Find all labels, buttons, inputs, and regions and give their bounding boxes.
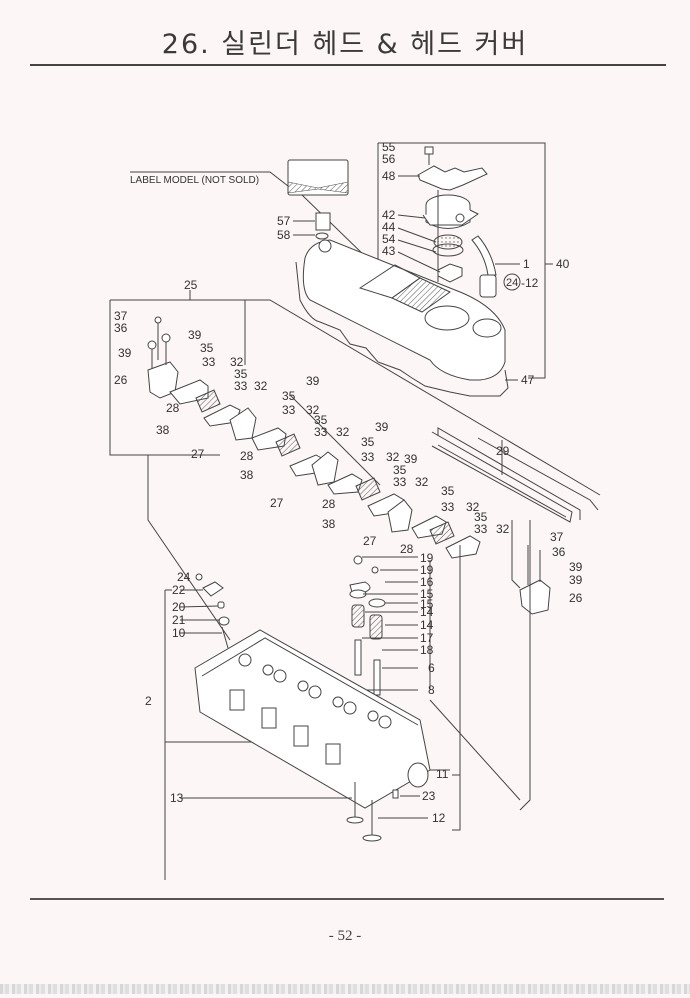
callout-14-a: 14 bbox=[420, 605, 434, 619]
callout-54: 54 bbox=[382, 232, 396, 246]
callout-38-c: 38 bbox=[322, 517, 336, 531]
callout-39-f: 39 bbox=[569, 560, 583, 574]
callout-35-f: 35 bbox=[393, 463, 407, 477]
callout-10: 10 bbox=[172, 626, 186, 640]
callout-40: 40 bbox=[556, 257, 570, 271]
valve-train-group bbox=[349, 555, 431, 696]
callout-33-a: 33 bbox=[202, 355, 216, 369]
label-model-note: LABEL MODEL (NOT SOLD) bbox=[130, 175, 259, 186]
callout-24-circled: 24 bbox=[506, 277, 518, 289]
title-rule bbox=[30, 64, 666, 66]
callout-32-g: 32 bbox=[466, 500, 480, 514]
callout-29: 29 bbox=[496, 444, 510, 458]
callout-26-left: 26 bbox=[114, 373, 128, 387]
head-cover-group bbox=[130, 142, 553, 397]
callout-22: 22 bbox=[172, 583, 186, 597]
callout-57: 57 bbox=[277, 214, 291, 228]
callout-28-a: 28 bbox=[166, 401, 180, 415]
callout-26-right: 26 bbox=[569, 591, 583, 605]
callout-13: 13 bbox=[170, 791, 184, 805]
callout-32-d: 32 bbox=[336, 425, 350, 439]
callout-32-f: 32 bbox=[415, 475, 429, 489]
callout-55: 55 bbox=[382, 140, 396, 154]
scan-artifact-strip bbox=[0, 984, 690, 994]
callout-33-h: 33 bbox=[474, 522, 488, 536]
callout-6: 6 bbox=[428, 661, 435, 675]
callout-16: 16 bbox=[420, 575, 434, 589]
callout-35-e: 35 bbox=[361, 435, 375, 449]
callout-27-b: 27 bbox=[270, 496, 284, 510]
callout-33-c: 33 bbox=[282, 403, 296, 417]
callout-32-c: 32 bbox=[306, 403, 320, 417]
callout-39-c: 39 bbox=[306, 374, 320, 388]
callout-35-a: 35 bbox=[200, 341, 214, 355]
callout-36-right: 36 bbox=[552, 545, 566, 559]
callout-12-hose: -12 bbox=[521, 276, 539, 290]
rocker-arms bbox=[169, 379, 481, 559]
callout-23: 23 bbox=[422, 789, 436, 803]
callout-56: 56 bbox=[382, 152, 396, 166]
rocker-arm-group bbox=[109, 290, 601, 811]
page-title: 26. 실린더 헤드 & 헤드 커버 bbox=[161, 29, 529, 60]
callout-32-a: 32 bbox=[230, 355, 244, 369]
callout-37-left: 37 bbox=[114, 309, 128, 323]
callout-38-b: 38 bbox=[240, 468, 254, 482]
callout-18: 18 bbox=[420, 643, 434, 657]
callout-33-e: 33 bbox=[361, 450, 375, 464]
callout-35-d: 35 bbox=[314, 413, 328, 427]
callout-48: 48 bbox=[382, 169, 396, 183]
callout-37-right: 37 bbox=[550, 530, 564, 544]
callout-20: 20 bbox=[172, 600, 186, 614]
callout-19-a: 19 bbox=[420, 551, 434, 565]
callout-21: 21 bbox=[172, 613, 186, 627]
callout-15-a: 15 bbox=[420, 587, 434, 601]
footer-rule bbox=[30, 898, 664, 900]
callout-2: 2 bbox=[145, 694, 152, 708]
callout-35-h: 35 bbox=[474, 510, 488, 524]
callout-42: 42 bbox=[382, 208, 396, 222]
circle-24-marker bbox=[503, 273, 521, 291]
callout-58: 58 bbox=[277, 228, 291, 242]
callout-8: 8 bbox=[428, 683, 435, 697]
callout-36-left: 36 bbox=[114, 321, 128, 335]
callout-11: 11 bbox=[436, 767, 449, 781]
callout-38-a: 38 bbox=[156, 423, 170, 437]
callout-39-g: 39 bbox=[569, 573, 583, 587]
callout-19-b: 19 bbox=[420, 563, 434, 577]
callout-28-c: 28 bbox=[322, 497, 336, 511]
callout-39-b: 39 bbox=[188, 328, 202, 342]
callout-25: 25 bbox=[184, 278, 198, 292]
callout-39-d: 39 bbox=[375, 420, 389, 434]
callout-27-a: 27 bbox=[191, 447, 205, 461]
callout-32-b: 32 bbox=[254, 379, 268, 393]
callout-1: 1 bbox=[523, 257, 530, 271]
callout-47: 47 bbox=[521, 373, 535, 387]
callout-33-b: 33 bbox=[234, 379, 248, 393]
callout-43: 43 bbox=[382, 244, 396, 258]
callout-15-b: 15 bbox=[420, 597, 434, 611]
callout-28-d: 28 bbox=[400, 542, 414, 556]
callout-27-c: 27 bbox=[363, 534, 377, 548]
callout-14-b: 14 bbox=[420, 618, 434, 632]
cylinder-head-group bbox=[164, 545, 521, 880]
callout-39-a: 39 bbox=[118, 346, 132, 360]
callout-44: 44 bbox=[382, 220, 396, 234]
head-ports bbox=[229, 653, 392, 765]
callout-39-e: 39 bbox=[404, 452, 418, 466]
callout-32-e: 32 bbox=[386, 450, 400, 464]
callout-32-h: 32 bbox=[496, 522, 510, 536]
callout-17: 17 bbox=[420, 631, 434, 645]
callout-33-f: 33 bbox=[393, 475, 407, 489]
callout-24-head: 24 bbox=[177, 570, 191, 584]
callout-35-g: 35 bbox=[441, 484, 455, 498]
callout-12-valve: 12 bbox=[432, 811, 446, 825]
callout-28-b: 28 bbox=[240, 449, 254, 463]
callout-labels: LABEL MODEL (NOT SOLD) 55 56 48 42 44 54… bbox=[114, 140, 583, 825]
callout-33-d: 33 bbox=[314, 425, 328, 439]
callout-33-g: 33 bbox=[441, 500, 455, 514]
page-number: - 52 - bbox=[328, 928, 362, 944]
callout-35-c: 35 bbox=[282, 389, 296, 403]
callout-35-b: 35 bbox=[234, 367, 248, 381]
